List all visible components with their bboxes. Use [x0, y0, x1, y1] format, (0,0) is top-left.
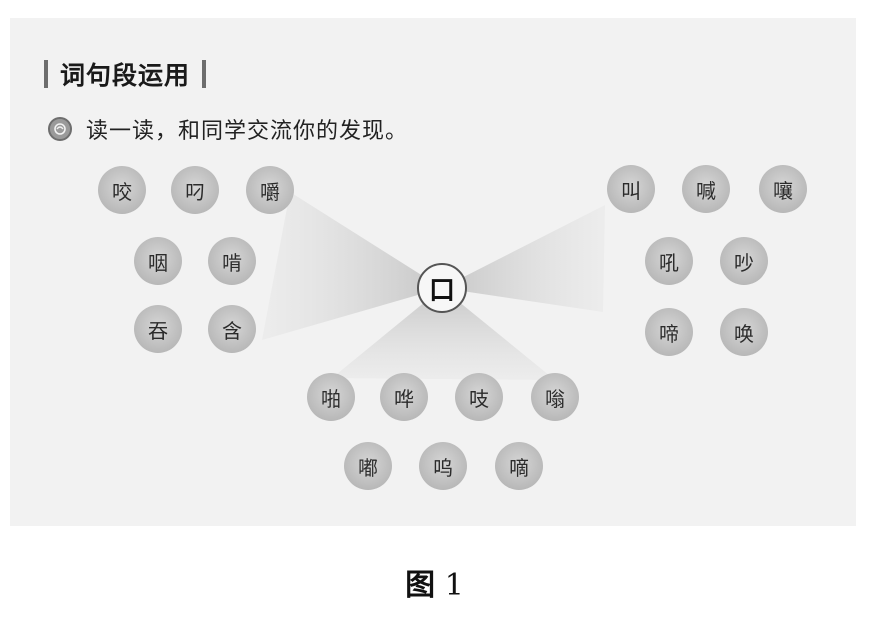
char-bubble-left-4: 咽 [134, 237, 182, 285]
char-bubble-right-4: 吼 [645, 237, 693, 285]
section-heading: 词句段运用 [44, 56, 207, 92]
char-bubble-bottom-6: 呜 [419, 442, 467, 490]
char-bubble-right-7: 唤 [720, 308, 768, 356]
char-bubble-bottom-2: 哗 [380, 373, 428, 421]
heading-bar-right [202, 60, 207, 88]
figure-number: 1 [444, 568, 464, 603]
char-bubble-bottom-7: 嘀 [495, 442, 543, 490]
reading-icon [48, 117, 72, 141]
center-radical: 口 [417, 263, 467, 313]
instruction-line: 读一读，和同学交流你的发现。 [48, 112, 408, 146]
ray-bottom [332, 288, 555, 380]
char-bubble-right-5: 吵 [720, 237, 768, 285]
figure-caption: 图 1 [0, 560, 869, 604]
char-bubble-left-2: 叼 [171, 166, 219, 214]
char-bubble-bottom-3: 吱 [455, 373, 503, 421]
char-bubble-bottom-5: 嘟 [344, 442, 392, 490]
char-bubble-right-3: 嚷 [759, 165, 807, 213]
figure-label: 图 [405, 568, 436, 603]
ray-right [442, 205, 605, 312]
instruction-text: 读一读，和同学交流你的发现。 [86, 119, 409, 144]
char-bubble-right-6: 啼 [645, 308, 693, 356]
char-bubble-left-6: 吞 [134, 305, 182, 353]
heading-bar-left [44, 60, 48, 88]
char-bubble-right-1: 叫 [607, 165, 655, 213]
char-bubble-left-3: 嚼 [246, 166, 294, 214]
section-title: 词句段运用 [60, 61, 191, 90]
char-bubble-bottom-1: 啪 [307, 373, 355, 421]
char-bubble-left-1: 咬 [98, 166, 146, 214]
char-bubble-bottom-4: 嗡 [531, 373, 579, 421]
char-bubble-left-7: 含 [208, 305, 256, 353]
ray-left [262, 192, 442, 340]
char-bubble-left-5: 啃 [208, 237, 256, 285]
char-bubble-right-2: 喊 [682, 165, 730, 213]
